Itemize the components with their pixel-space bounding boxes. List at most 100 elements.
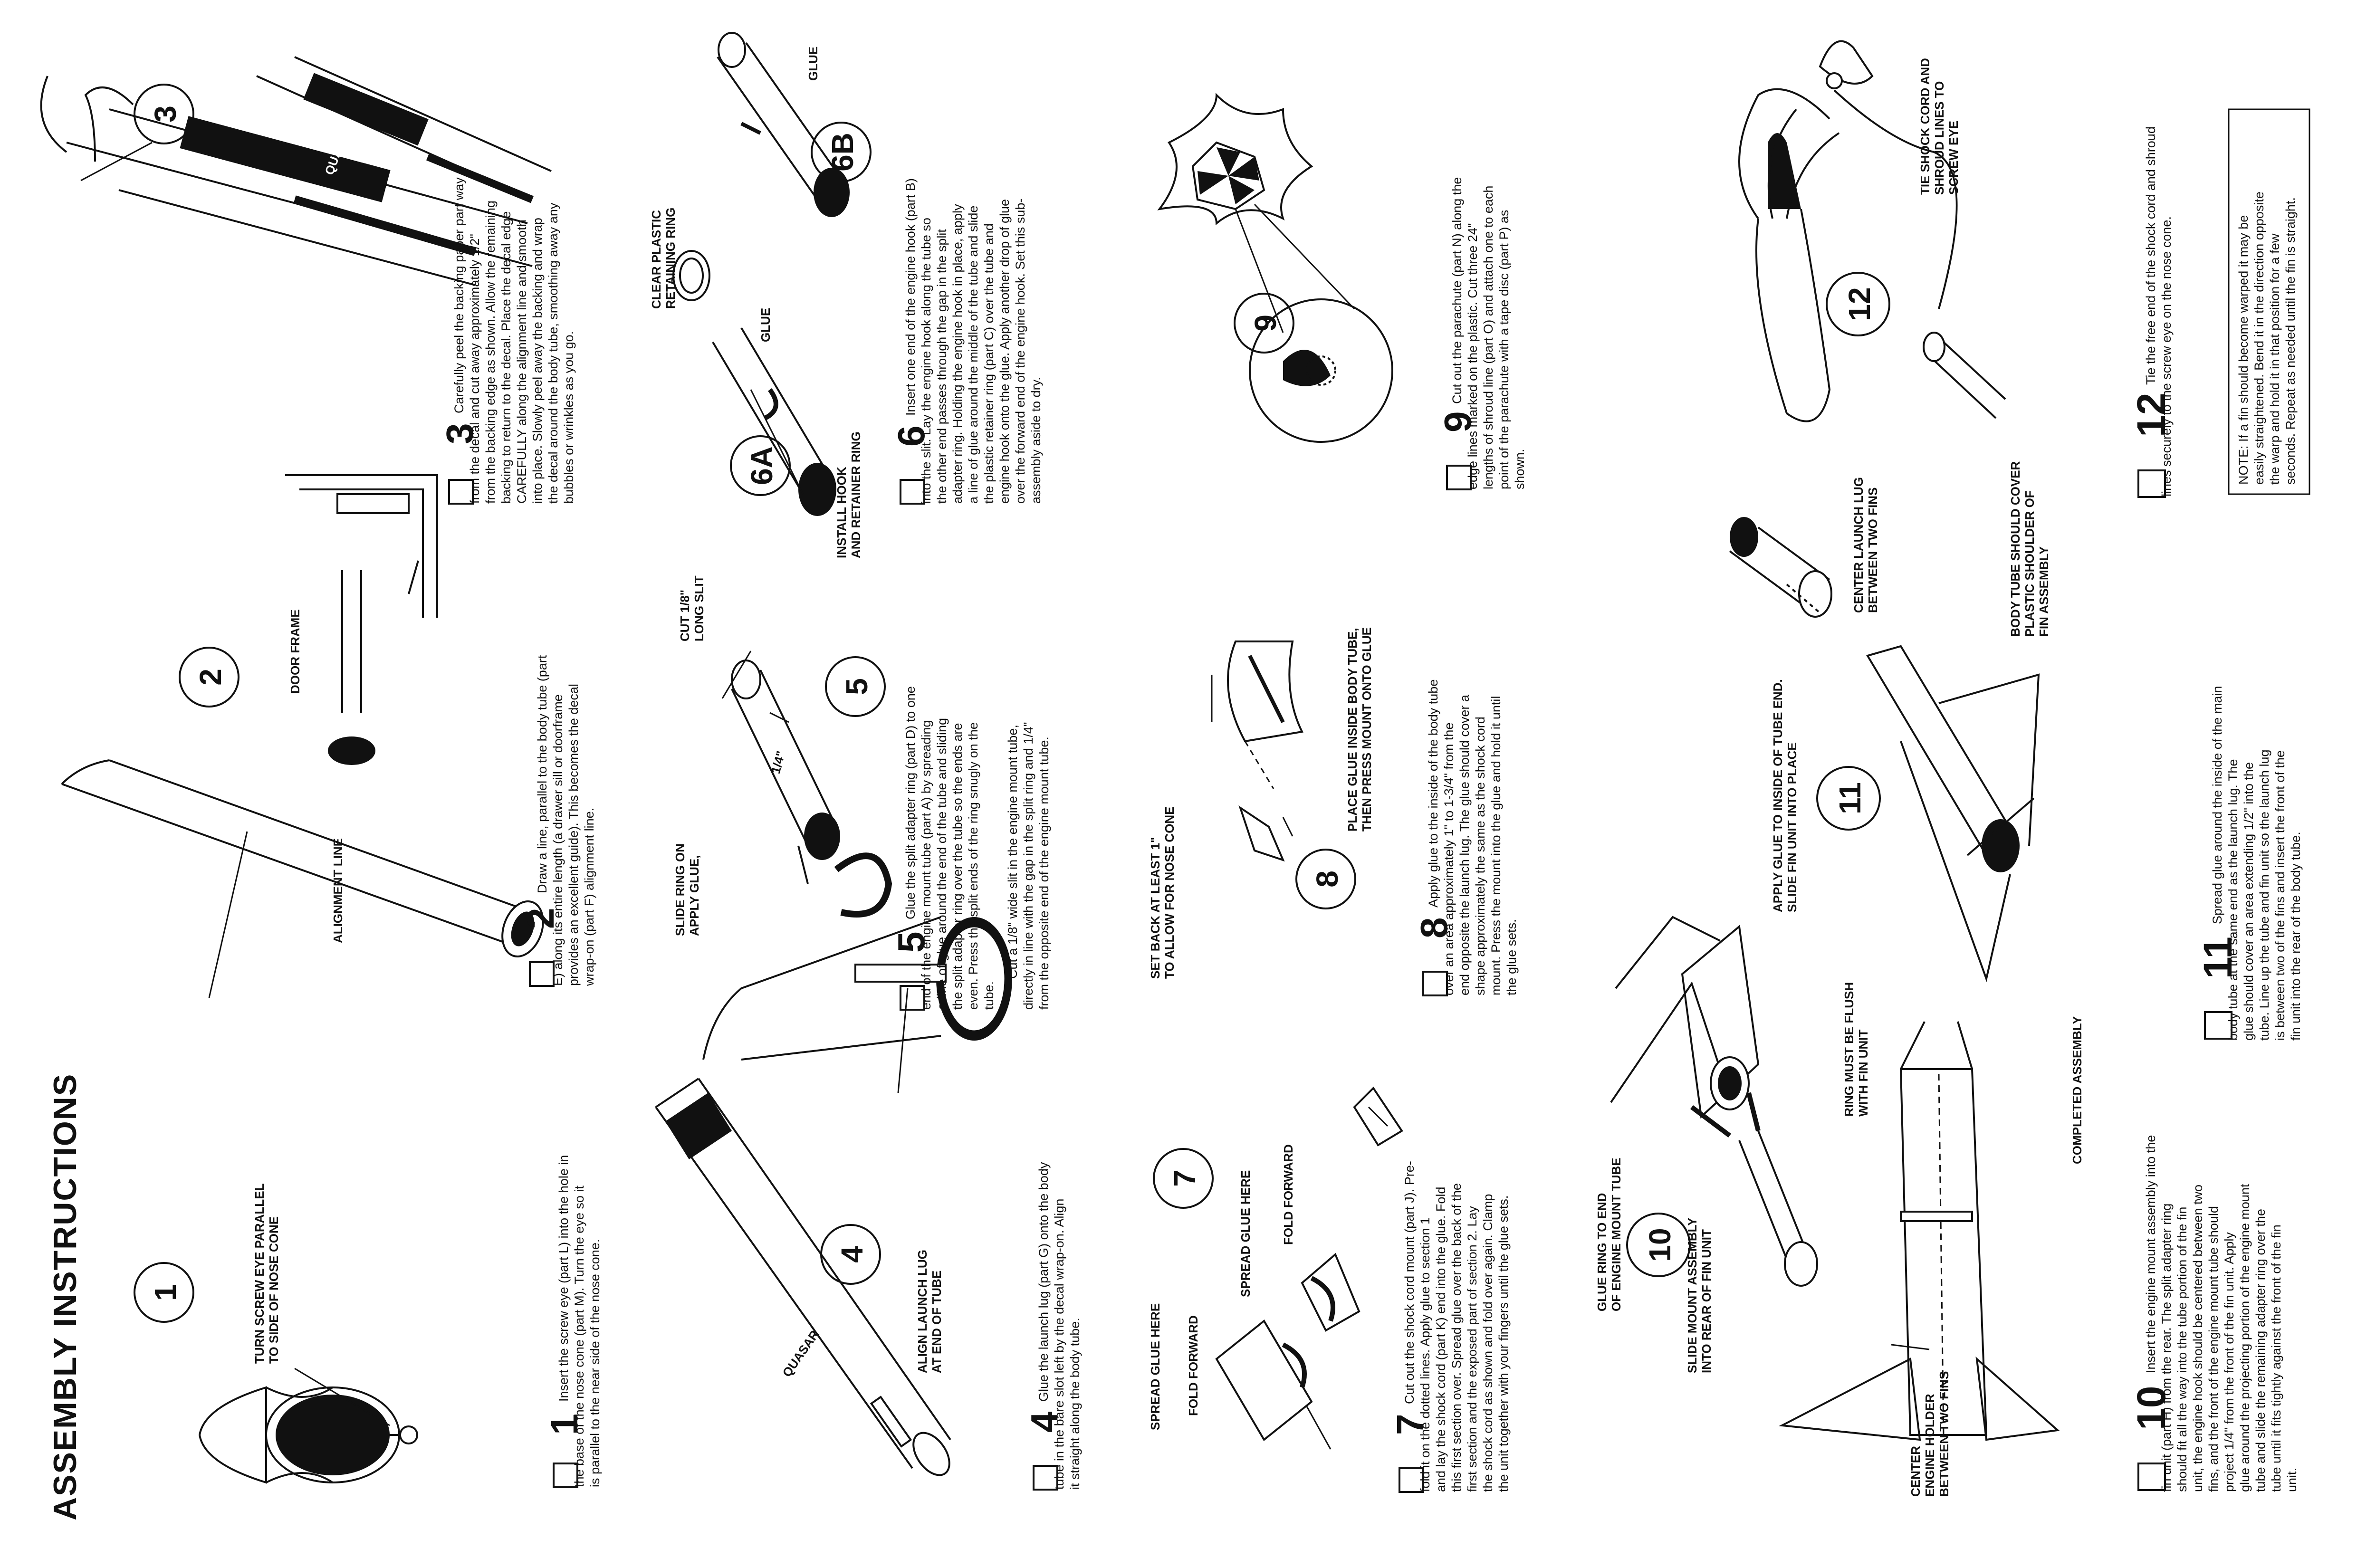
step-3-text: 3 Carefully peel the backing paper part … — [439, 177, 576, 505]
svg-text:assembly aside to dry.: assembly aside to dry. — [1029, 377, 1043, 504]
step-7-label-4: FOLD FORWARD — [1281, 1144, 1295, 1245]
svg-text:easily straightened. Bend it i: easily straightened. Bend it in the dire… — [2252, 191, 2266, 485]
shock-cord-tie-illustration — [1738, 40, 2006, 422]
svg-text:tube in the bare slot left by: tube in the bare slot left by the decal … — [1052, 1199, 1066, 1490]
step-11-circle: 11 — [1816, 766, 1881, 831]
svg-text:is parallel to the near side o: is parallel to the near side of the nose… — [588, 1239, 602, 1487]
svg-text:the plastic retainer ring (par: the plastic retainer ring (part C) over … — [982, 223, 996, 504]
svg-text:APPLY GLUE,: APPLY GLUE, — [687, 855, 701, 937]
svg-text:the unit together with your fi: the unit together with your fingers unti… — [1496, 1195, 1511, 1492]
svg-text:5: 5 — [890, 932, 932, 953]
svg-text:edge lines marked on the plast: edge lines marked on the plastic. Cut th… — [1466, 223, 1480, 489]
svg-text:from the backing edge as shown: from the backing edge as shown. Allow th… — [483, 201, 498, 504]
svg-text:ALIGN LAUNCH LUG: ALIGN LAUNCH LUG — [915, 1250, 929, 1373]
svg-text:BETWEEN TWO FINS: BETWEEN TWO FINS — [1866, 488, 1880, 613]
step-7-label-1: SPREAD GLUE HERE — [1148, 1303, 1162, 1430]
svg-text:fin unit (part H) from the rea: fin unit (part H) from the rear. The spl… — [2159, 1204, 2174, 1492]
step-6-label-glue-a: GLUE — [758, 308, 773, 342]
svg-text:end of the engine mount tube (: end of the engine mount tube (part A) by… — [919, 720, 933, 1010]
svg-text:1: 1 — [148, 1284, 182, 1301]
svg-text:end opposite the launch lug. T: end opposite the launch lug. The glue sh… — [1457, 694, 1472, 995]
svg-text:tube until it fits tightly aga: tube until it fits tightly against the f… — [2269, 1224, 2283, 1492]
svg-text:over the forward end of the en: over the forward end of the engine hook.… — [1013, 199, 1027, 504]
svg-text:QUASAR: QUASAR — [193, 249, 221, 305]
svg-text:Cut a 1/8" wide slit in the en: Cut a 1/8" wide slit in the engine mount… — [1006, 725, 1020, 979]
svg-text:CENTER LAUNCH LUG: CENTER LAUNCH LUG — [1851, 477, 1866, 613]
svg-text:this first section over. Sprea: this first section over. Spread glue ove… — [1449, 1183, 1464, 1492]
svg-text:6: 6 — [890, 426, 932, 447]
step-5-circle: 5 — [825, 656, 886, 717]
svg-text:the split adapter ring over th: the split adapter ring over the tube so … — [950, 723, 965, 1010]
svg-text:Spread glue around the inside: Spread glue around the inside of the mai… — [2210, 686, 2224, 924]
engine-hook-illustration — [672, 32, 850, 516]
svg-text:even. Press the split ends of: even. Press the split ends of the ring s… — [966, 722, 980, 1010]
step-5-text: 5 Glue the split adapter ring (part D) t… — [890, 686, 1051, 1011]
svg-text:it straight along the body tub: it straight along the body tube. — [1068, 1318, 1082, 1490]
svg-text:a line of glue around the midd: a line of glue around the middle of the … — [966, 206, 980, 504]
door-frame-illustration — [285, 474, 438, 765]
svg-text:SHROUD LINES TO: SHROUD LINES TO — [1932, 81, 1946, 195]
svg-text:unit, the engine hook should b: unit, the engine hook should be centered… — [2191, 1185, 2205, 1492]
svg-text:Apply glue to the inside of th: Apply glue to the inside of the body tub… — [1426, 679, 1440, 908]
svg-text:project 1/4" from the front of: project 1/4" from the front of the fin u… — [2222, 1232, 2236, 1492]
svg-text:TO SIDE OF NOSE CONE: TO SIDE OF NOSE CONE — [267, 1216, 281, 1364]
step-4-label: ALIGN LAUNCH LUG AT END OF TUBE — [915, 1250, 944, 1373]
svg-text:the warp and hold it in that p: the warp and hold it in that position fo… — [2268, 233, 2282, 485]
svg-text:should fit all the way into th: should fit all the way into the tube por… — [2175, 1207, 2189, 1492]
svg-text:3: 3 — [148, 105, 182, 123]
note-box: NOTE: If a fin should become warped it m… — [2228, 108, 2310, 495]
svg-text:APPLY GLUE TO INSIDE OF TUBE E: APPLY GLUE TO INSIDE OF TUBE END. — [1771, 679, 1785, 912]
svg-text:SLIDE RING ON: SLIDE RING ON — [673, 843, 687, 936]
svg-text:first section and the exposed: first section and the exposed part of se… — [1465, 1206, 1479, 1492]
step-7-label-3: SPREAD GLUE HERE — [1238, 1170, 1253, 1297]
step-5-label-slit: CUT 1/8" LONG SLIT — [678, 575, 706, 641]
svg-text:ENGINE HOLDER: ENGINE HOLDER — [1923, 1394, 1937, 1497]
svg-text:glue should cover an area exte: glue should cover an area extending 1/2"… — [2242, 762, 2256, 1041]
svg-text:fold it on the dotted lines. A: fold it on the dotted lines. Apply glue … — [1418, 1217, 1432, 1492]
svg-text:SLIDE MOUNT ASSEMBLY: SLIDE MOUNT ASSEMBLY — [1685, 1218, 1699, 1373]
svg-text:from the opposite end of the e: from the opposite end of the engine moun… — [1037, 736, 1051, 1010]
parachute-illustration — [1157, 93, 1393, 443]
step-10-label-slide: SLIDE MOUNT ASSEMBLY INTO REAR OF FIN UN… — [1685, 1218, 1714, 1373]
svg-text:the base of the nose cone (par: the base of the nose cone (part M). Turn… — [572, 1186, 586, 1487]
svg-text:mount. Press the mount into th: mount. Press the mount into the glue and… — [1489, 696, 1503, 995]
step-6-label-glue-b: GLUE — [806, 47, 820, 81]
step-7-circle: 7 — [1153, 1148, 1214, 1209]
svg-text:INTO REAR OF FIN UNIT: INTO REAR OF FIN UNIT — [1699, 1229, 1714, 1373]
svg-text:CENTER: CENTER — [1908, 1446, 1923, 1497]
svg-text:12: 12 — [1842, 287, 1877, 321]
step-9-circle: 9 — [1234, 293, 1294, 354]
step-10-text: 10 Insert the engine mount assembly into… — [2129, 1135, 2299, 1492]
svg-text:shown.: shown. — [1513, 449, 1527, 489]
svg-text:AND RETAINER RING: AND RETAINER RING — [849, 431, 863, 558]
svg-text:Cut out the shock cord mount (: Cut out the shock cord mount (part J). P… — [1402, 1161, 1417, 1404]
svg-text:5: 5 — [840, 678, 874, 695]
door-frame-label: DOOR FRAME — [288, 609, 302, 694]
svg-text:PLACE GLUE INSIDE BODY TUBE,: PLACE GLUE INSIDE BODY TUBE, — [1345, 628, 1360, 832]
svg-text:Draw a line, parallel to the b: Draw a line, parallel to the body tube (… — [535, 655, 549, 893]
step-6-label-ring: CLEAR PLASTIC RETAINING RING — [649, 208, 678, 309]
svg-text:LONG SLIT: LONG SLIT — [692, 575, 706, 641]
svg-text:4: 4 — [835, 1246, 869, 1263]
svg-text:unit.: unit. — [2285, 1468, 2299, 1492]
shock-cord-mount-illustration — [1215, 1086, 1403, 1450]
step-9-text: 9 Cut out the parachute (part N) along t… — [1437, 177, 1527, 490]
step-4-circle: 4 — [820, 1224, 881, 1285]
svg-text:Insert the engine mount assemb: Insert the engine mount assembly into th… — [2144, 1135, 2158, 1373]
svg-text:BODY TUBE SHOULD COVER: BODY TUBE SHOULD COVER — [2008, 461, 2022, 637]
step-7-text: 7 Cut out the shock cord mount (part J).… — [1389, 1161, 1511, 1493]
svg-text:8: 8 — [1413, 918, 1455, 939]
svg-text:SCREW EYE: SCREW EYE — [1946, 121, 1961, 195]
svg-text:Glue the split adapter ring (p: Glue the split adapter ring (part D) to … — [903, 686, 918, 919]
svg-text:9: 9 — [1437, 411, 1479, 433]
svg-text:INSTALL HOOK: INSTALL HOOK — [834, 467, 849, 558]
step-8-label-glue: PLACE GLUE INSIDE BODY TUBE, THEN PRESS … — [1345, 627, 1374, 832]
svg-text:Insert the screw eye (part L): Insert the screw eye (part L) into the h… — [556, 1155, 571, 1402]
svg-text:QUASAR: QUASAR — [779, 1328, 822, 1380]
svg-text:SET BACK AT LEAST 1": SET BACK AT LEAST 1" — [1148, 837, 1162, 979]
svg-text:shape approximately the same a: shape approximately the same as the shoc… — [1473, 717, 1487, 995]
svg-text:the other end passes through t: the other end passes through the gap in … — [935, 229, 949, 504]
svg-text:NOTE: If a fin should become w: NOTE: If a fin should become warped it m… — [2236, 215, 2251, 485]
svg-text:12: 12 — [2129, 393, 2174, 437]
svg-text:10: 10 — [2129, 1386, 2174, 1430]
